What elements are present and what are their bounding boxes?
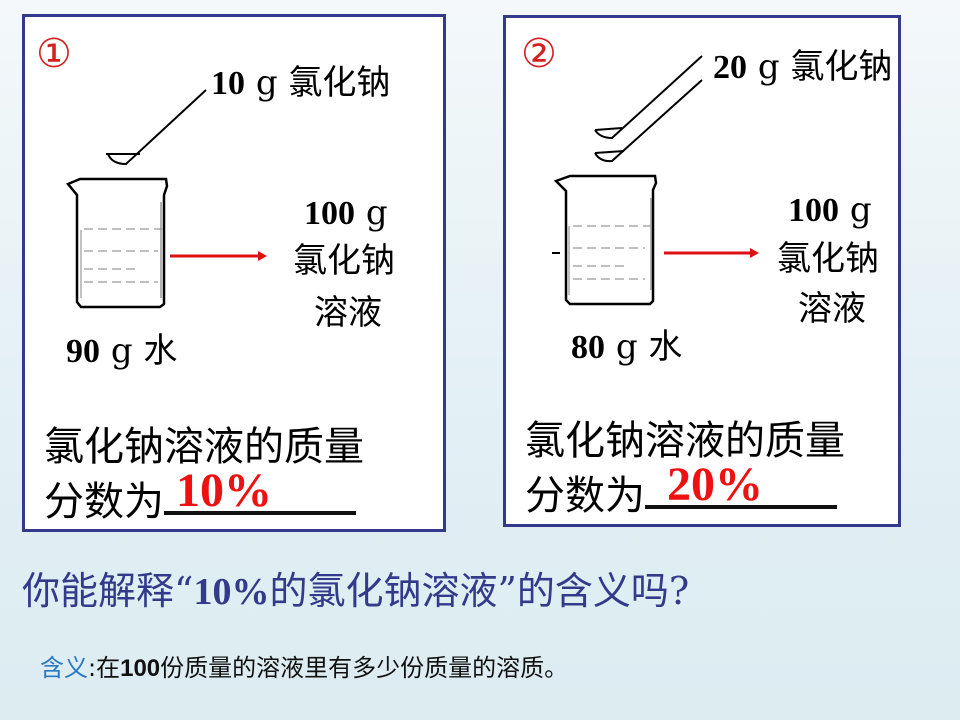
spoon-icon bbox=[106, 89, 207, 166]
water-label-2: 80 g 水 bbox=[571, 327, 683, 367]
solute-label-2: 20 g 氯化钠 bbox=[713, 47, 893, 87]
circled-number-2: ② bbox=[521, 31, 557, 77]
solution-type-2: 溶液 bbox=[798, 289, 866, 329]
solution-mass-2: 100 g bbox=[788, 190, 872, 230]
arrow-right-icon bbox=[664, 248, 759, 258]
arrow-right-icon bbox=[170, 251, 267, 261]
solution-name-2: 氯化钠 bbox=[777, 239, 879, 279]
spoons-icon bbox=[594, 55, 703, 163]
water-label-1: 90 g 水 bbox=[66, 331, 178, 371]
solution-type-1: 溶液 bbox=[314, 293, 382, 333]
answer-2: 20% bbox=[667, 457, 763, 511]
solution-name-1: 氯化钠 bbox=[293, 241, 395, 281]
beaker-icon bbox=[552, 174, 658, 306]
beaker-icon bbox=[65, 177, 169, 309]
circled-number-1: ① bbox=[36, 31, 72, 77]
solution-mass-1: 100 g bbox=[304, 193, 388, 233]
question-text: 你能解释“10%的氯化钠溶液”的含义吗? bbox=[22, 569, 690, 613]
meaning-text: 含义:在100份质量的溶液里有多少份质量的溶质。 bbox=[40, 654, 569, 682]
answer-1: 10% bbox=[176, 463, 272, 517]
solute-label-1: 10 g 氯化钠 bbox=[211, 63, 391, 103]
panel-case-1 bbox=[22, 14, 446, 532]
